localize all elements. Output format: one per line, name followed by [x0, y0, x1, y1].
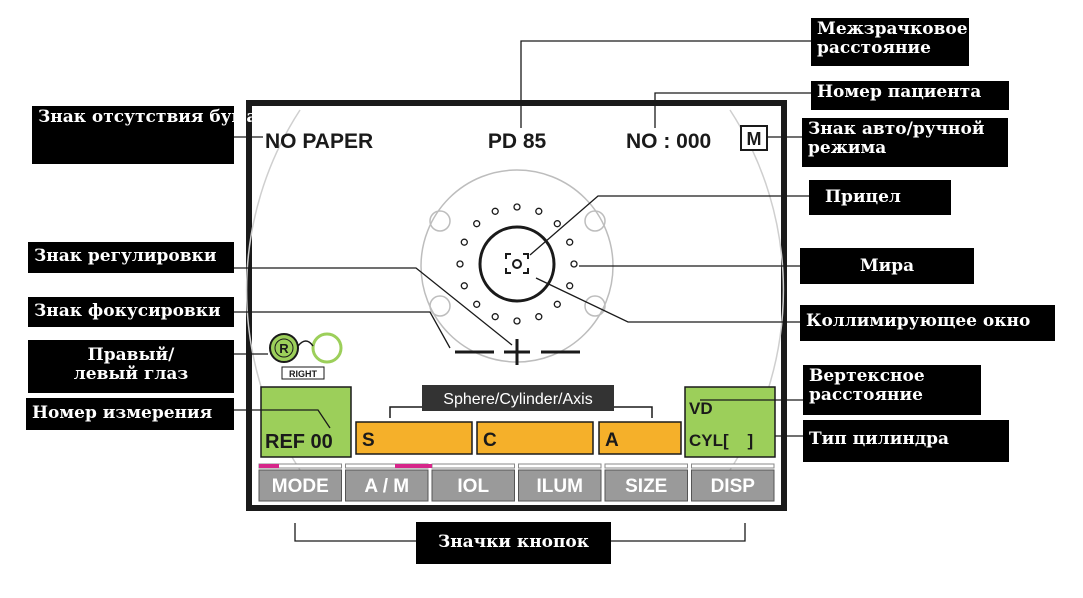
callout-pd: Межзрачковое расстояние	[811, 18, 969, 66]
callout-vertex: Вертексное расстояние	[803, 365, 981, 415]
corner-circle	[429, 210, 451, 232]
mode-mark-text: M	[747, 129, 762, 149]
mire-dot	[491, 313, 499, 321]
button-ilum[interactable]: ILUM	[518, 463, 602, 502]
cylinder-box	[476, 421, 594, 455]
button-mode[interactable]: MODE	[258, 463, 342, 502]
button-bar: MODE A / M IOL ILUM SIZE DISP	[258, 463, 775, 502]
cylinder-text: C	[483, 430, 497, 451]
mode-indicator	[259, 464, 279, 468]
mire-dot	[570, 260, 578, 268]
ref-count-text: REF 00	[265, 431, 333, 453]
mire-dot	[473, 220, 481, 228]
eye-side-text: RIGHT	[289, 369, 318, 379]
button-label: SIZE	[625, 476, 667, 497]
collimating-window	[478, 225, 556, 303]
mire-dot	[513, 317, 521, 325]
eye-indicator: R RIGHT	[269, 332, 343, 380]
mire-dot	[460, 238, 468, 246]
callout-patient-number: Номер пациента	[811, 81, 1009, 110]
mire-dot	[513, 203, 521, 211]
corner-circle	[429, 295, 451, 317]
callout-mode: Знак авто/ручной режима	[802, 118, 1008, 167]
no-paper-text: NO PAPER	[265, 130, 373, 153]
callout-buttons: Значки кнопок	[416, 522, 611, 564]
sca-bracket	[389, 406, 653, 418]
focus-alignment-mark-icon	[455, 339, 580, 365]
mode-mark: M	[740, 125, 768, 151]
button-label: MODE	[272, 476, 329, 497]
callout-alignment: Знак регулировки	[28, 242, 234, 273]
button-size[interactable]: SIZE	[604, 463, 688, 502]
callout-cyl-type: Тип цилиндра	[803, 420, 1009, 462]
callout-no-paper: Знак отсутствия бумаги	[32, 106, 280, 164]
sphere-text: S	[362, 430, 375, 451]
mire-dot	[553, 300, 561, 308]
target-reticle-icon	[505, 253, 529, 274]
eye-mark-text: R	[279, 341, 289, 356]
pd-text: PD 85	[488, 130, 547, 153]
mire-dot	[473, 300, 481, 308]
callout-measurement: Номер измерения	[26, 398, 234, 430]
patient-number-text: NO : 000	[626, 130, 711, 153]
button-label: DISP	[711, 476, 756, 497]
button-a-m[interactable]: A / M	[345, 463, 429, 502]
mire-dot	[456, 260, 464, 268]
mire-dots	[456, 203, 578, 325]
corner-circle	[584, 210, 606, 232]
callout-target: Прицел	[809, 180, 951, 215]
button-label: ILUM	[537, 476, 583, 497]
callout-eye: Правый/ левый глаз	[28, 340, 234, 393]
callout-focus: Знак фокусировки	[28, 297, 234, 327]
sca-caption-box	[422, 385, 614, 411]
mode-indicator	[395, 464, 432, 468]
mire-dot	[535, 313, 543, 321]
vd-text: VD	[689, 399, 713, 418]
axis-box	[598, 421, 682, 455]
mire-dot	[491, 207, 499, 215]
callout-mire: Мира	[800, 248, 974, 284]
mire-dot	[566, 282, 574, 290]
cyl-type-text: CYL[ ]	[689, 431, 753, 450]
mire-dot	[460, 282, 468, 290]
button-label: IOL	[457, 476, 489, 497]
sphere-box	[355, 421, 473, 455]
ref-box	[260, 386, 352, 458]
button-iol[interactable]: IOL	[431, 463, 515, 502]
leader-lines	[234, 40, 811, 542]
sca-caption-text: Sphere/Cylinder/Axis	[443, 391, 592, 408]
button-label: A / M	[364, 476, 409, 497]
mire-dot	[553, 220, 561, 228]
corner-circle	[584, 295, 606, 317]
mire-dot	[535, 207, 543, 215]
vd-cyl-box	[684, 386, 776, 458]
axis-text: A	[605, 430, 619, 451]
callout-collimating: Коллимирующее окно	[800, 305, 1055, 341]
mire-dot	[566, 238, 574, 246]
button-disp[interactable]: DISP	[691, 463, 775, 502]
